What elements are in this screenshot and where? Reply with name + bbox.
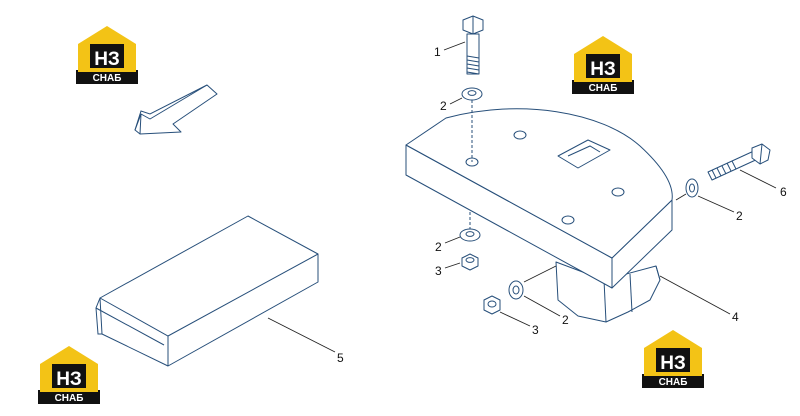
leader-1: [443, 41, 466, 51]
washer-lower: [459, 228, 481, 242]
brand-logo-bottom-left: НЗ СНАБ: [38, 346, 100, 404]
washer-top: [461, 87, 483, 101]
callout-3-lower: 3: [532, 323, 539, 337]
nut-lower: [483, 295, 501, 315]
leader-2-lower: [444, 236, 461, 244]
leader-3-upper: [444, 262, 461, 269]
leader-2-bottom-upper: [523, 265, 557, 283]
callout-6: 6: [780, 185, 787, 199]
brand-logo-top-left: НЗ СНАБ: [76, 26, 138, 84]
callout-2-lower: 2: [435, 240, 442, 254]
logo-letters: НЗ: [660, 353, 686, 374]
bolt-thread: [466, 55, 480, 75]
washer-right: [685, 178, 699, 198]
callout-1: 1: [434, 45, 441, 59]
callout-2-top: 2: [440, 99, 447, 113]
leader-2-bottom: [523, 295, 561, 317]
logo-letters: НЗ: [590, 59, 616, 80]
brand-logo-bottom-right: НЗ СНАБ: [642, 330, 704, 388]
callout-2-bottom: 2: [562, 313, 569, 327]
part-5-block: [95, 215, 319, 367]
logo-caption: СНАБ: [55, 393, 84, 404]
bolt-thread: [711, 160, 737, 179]
nut-upper: [461, 253, 479, 271]
part-4-housing: [405, 100, 673, 323]
logo-caption: СНАБ: [589, 83, 618, 94]
part-6-bolt: [707, 143, 771, 181]
logo-caption: СНАБ: [93, 73, 122, 84]
callout-5: 5: [337, 351, 344, 365]
leader-5: [267, 317, 336, 353]
logo-caption: СНАБ: [659, 377, 688, 388]
direction-arrow-icon: [134, 84, 218, 135]
callout-3-upper: 3: [435, 264, 442, 278]
part-1-bolt: [462, 15, 484, 75]
callout-2-right: 2: [736, 209, 743, 223]
callout-4: 4: [732, 310, 739, 324]
brand-logo-top-right: НЗ СНАБ: [572, 36, 634, 94]
leader-2-top: [449, 97, 463, 105]
logo-letters: НЗ: [56, 369, 82, 390]
leader-6: [739, 169, 777, 189]
washer-bottom: [508, 280, 524, 300]
leader-3-lower: [499, 311, 531, 327]
leader-2-right-callout: [697, 195, 735, 213]
logo-letters: НЗ: [94, 49, 120, 70]
leader-2-right: [675, 193, 687, 201]
leader-4: [659, 275, 731, 315]
